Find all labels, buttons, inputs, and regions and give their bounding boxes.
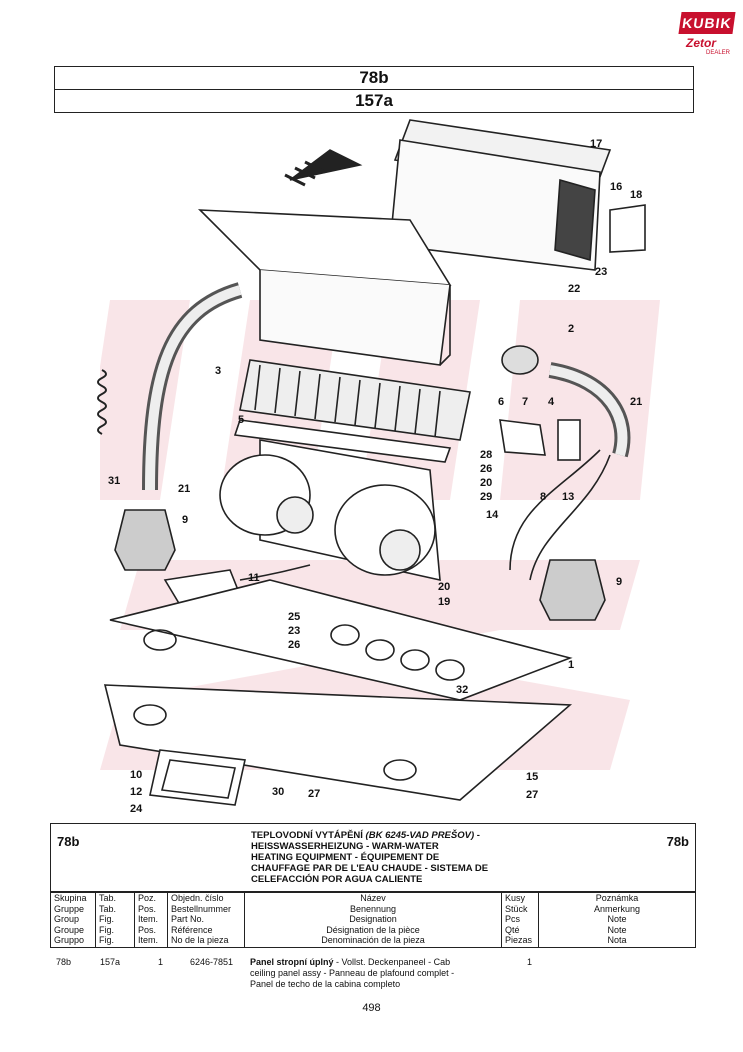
row-part-number: 6246-7851 [190,957,234,967]
grille [149,749,246,806]
row-tab: 157a [100,957,121,967]
callout-label: 6 [498,396,504,408]
callout-label: 9 [182,514,188,526]
callout-label: 17 [590,138,602,150]
col-tab: Tab.Tab.Fig.Fig.Fig. [95,891,135,948]
row-pos: 1 [158,957,164,967]
callout-label: 30 [272,786,284,798]
air-nozzle-left [114,509,176,571]
group-code-left: 78b [57,834,80,849]
callout-label: 3 [215,365,221,377]
callout-label: 28 [480,449,492,461]
actuator [557,419,581,461]
callout-label: 20 [438,581,450,593]
callout-label: 12 [130,786,142,798]
figure-header: 157a [54,89,694,113]
col-poz: Poz.Pos.Item.Pos.Item. [134,891,168,948]
spring [97,369,107,435]
page-number: 498 [362,1002,381,1014]
seal-strip [233,419,452,463]
bracket [609,204,646,253]
callout-label: 5 [238,414,244,426]
group-code-right: 78b [666,834,689,849]
callout-label: 4 [548,396,555,408]
callout-label: 29 [480,491,492,503]
callout-label: 31 [108,475,120,487]
air-nozzle-right [539,559,606,621]
callout-label: 19 [438,596,450,608]
callout-label: 23 [288,625,300,637]
callout-label: 11 [248,572,260,584]
callout-label: 26 [288,639,300,651]
assembly-title: TEPLOVODNÍ VYTÁPĚNÍ (BK 6245-VAD PREŠOV)… [251,830,489,885]
airflow-arrow [289,149,363,181]
callout-label: 15 [526,771,538,783]
row-qty: 1 [527,957,533,967]
callout-label: 25 [288,611,300,623]
callout-label: 21 [178,483,190,495]
callout-label: 8 [540,491,546,503]
callout-label: 24 [130,803,143,815]
callout-label: 32 [456,684,468,696]
callout-label: 27 [526,789,538,801]
callout-label: 26 [480,463,492,475]
callout-label: 22 [568,283,580,295]
callout-label: 9 [616,576,622,588]
valve [499,419,546,456]
logo-dealer-text: DEALER [706,50,731,56]
callout-label: 7 [522,396,528,408]
callout-label: 2 [568,323,574,335]
callout-label: 10 [130,769,142,781]
callout-label: 16 [610,181,622,193]
radiator [239,359,471,441]
trim-panel [103,684,573,801]
kubik-zetor-logo: KUBIK Zetor DEALER [678,12,736,60]
callout-label: 18 [630,189,642,201]
callout-label: 14 [486,509,499,521]
callout-label: 20 [480,477,492,489]
water-tube-13 [509,449,601,571]
callout-label: 27 [308,788,320,800]
row-group: 78b [56,957,72,967]
description-block: 78b TEPLOVODNÍ VYTÁPĚNÍ (BK 6245-VAD PRE… [50,823,696,893]
callout-label: 21 [630,396,642,408]
callout-label: 23 [595,266,607,278]
row-name: Panel stropní úplný - Vollst. Deckenpane… [250,957,455,989]
exploded-view-diagram: 17 16 18 23 22 2 3 6 7 4 21 5 28 26 20 2… [97,119,646,815]
housing-outlet [501,345,539,375]
callout-label: 13 [562,491,574,503]
water-tube-14 [529,454,611,581]
logo-kubik-text: KUBIK [678,12,736,34]
group-header: 78b [54,66,694,90]
logo-zetor-text: Zetor [686,36,716,50]
filter-element [389,139,601,271]
callout-label: 1 [568,659,574,671]
